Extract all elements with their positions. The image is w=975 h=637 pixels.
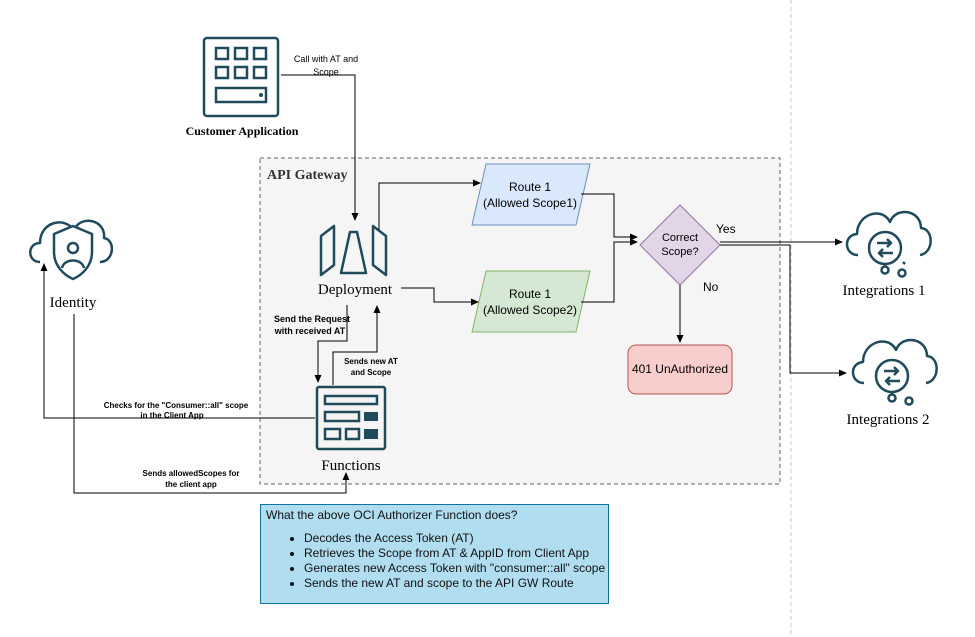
- arrow-functions-to-deployment: [332, 305, 381, 385]
- api-gateway-label: API Gateway: [267, 168, 348, 183]
- deployment-label: Deployment: [318, 282, 393, 298]
- identity-label: Identity: [50, 295, 97, 311]
- checks-note-line2: in the Client App: [140, 411, 203, 420]
- sends-allowed-note-line2: the client app: [165, 480, 217, 489]
- customer-application-label: Customer Application: [186, 124, 299, 138]
- unauthorized-label: 401 UnAuthorized: [632, 362, 728, 376]
- identity-icon: [29, 219, 113, 281]
- route2-label-line2: (Allowed Scope2): [483, 303, 577, 317]
- deployment-icon: [319, 224, 388, 277]
- call-note-line2: Scope: [313, 67, 339, 77]
- arrow-functions-to-identity: [40, 263, 315, 419]
- integrations2-icon: [851, 338, 938, 406]
- functions-block-a: [364, 412, 378, 421]
- info-item: Decodes the Access Token (AT): [304, 531, 605, 546]
- integrations1-icon: [845, 210, 932, 278]
- arrow-route1-to-decision: [581, 193, 638, 241]
- sends-new-note-line1: Sends new AT: [344, 357, 398, 366]
- functions-block-b: [364, 429, 378, 439]
- checks-note-line1: Checks for the "Consumer::all" scope: [104, 401, 249, 410]
- arrow-route2-to-decision: [581, 238, 638, 303]
- customer-application-icon: [202, 36, 280, 118]
- integrations2-label: Integrations 2: [847, 412, 930, 428]
- route1-shape: [471, 163, 591, 226]
- yes-label: Yes: [716, 222, 736, 236]
- sends-allowed-note-line1: Sends allowedScopes for: [143, 469, 240, 478]
- arrow-deployment-to-functions: [314, 305, 348, 383]
- unauthorized-box: [627, 344, 733, 395]
- authorizer-info-box: What the above OCI Authorizer Function d…: [260, 504, 609, 604]
- send-request-note-line2: with received AT: [274, 326, 346, 336]
- arrow-identity-to-functions: [73, 314, 350, 494]
- info-list: Decodes the Access Token (AT) Retrieves …: [261, 531, 605, 591]
- functions-icon: [315, 385, 387, 451]
- no-label: No: [703, 280, 719, 294]
- call-note-line1: Call with AT and: [294, 54, 358, 64]
- info-item: Generates new Access Token with "consume…: [304, 561, 605, 576]
- info-title: What the above OCI Authorizer Function d…: [266, 508, 518, 522]
- send-request-note-line1: Send the Request: [274, 314, 350, 324]
- arrow-deployment-to-route2: [401, 287, 479, 306]
- integrations1-label: Integrations 1: [843, 283, 926, 299]
- decision-label-line1: Correct: [662, 232, 698, 244]
- route1-label-line1: Route 1: [509, 180, 551, 194]
- info-item: Retrieves the Scope from AT & AppID from…: [304, 546, 605, 561]
- info-item: Sends the new AT and scope to the API GW…: [304, 576, 605, 591]
- route1-label-line2: (Allowed Scope1): [483, 196, 577, 210]
- sends-new-note-line2: and Scope: [351, 368, 392, 377]
- arrow-customer-to-deployment: [281, 74, 359, 221]
- functions-label: Functions: [321, 458, 380, 474]
- arrow-decision-to-integrations2: [720, 244, 847, 377]
- route2-label-line1: Route 1: [509, 287, 551, 301]
- decision-label-line2: Scope?: [661, 246, 698, 258]
- arrow-deployment-to-route1: [378, 179, 481, 230]
- customer-application-led: [259, 93, 263, 97]
- route2-shape: [471, 270, 591, 333]
